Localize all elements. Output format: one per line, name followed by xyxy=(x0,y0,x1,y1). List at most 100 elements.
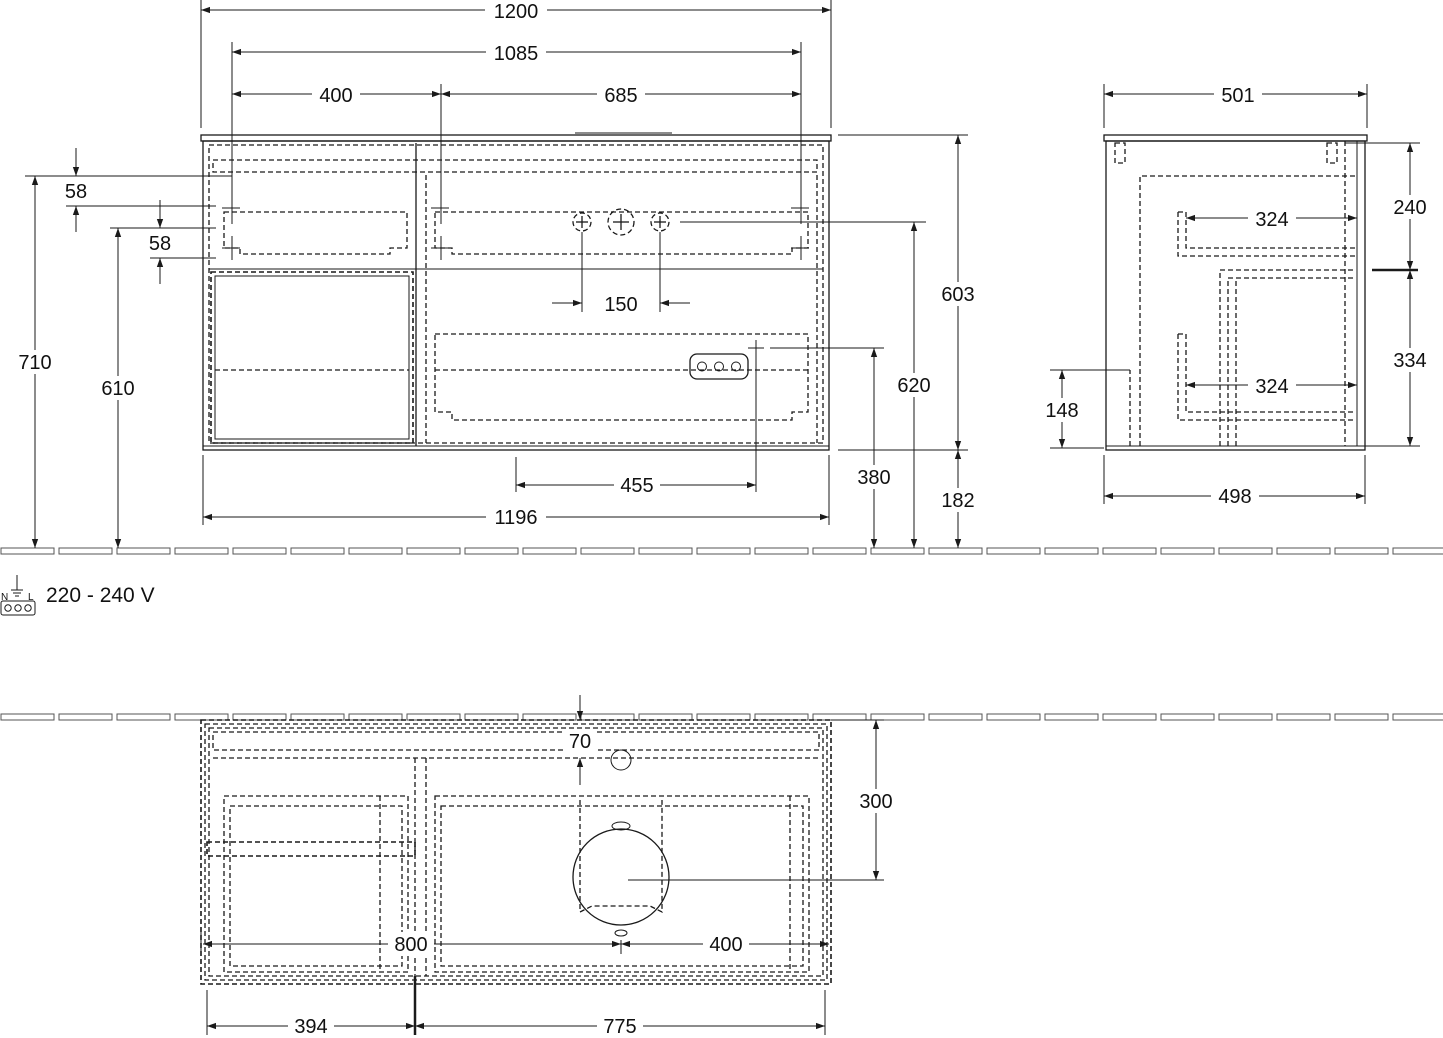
floor-tile xyxy=(58,547,113,555)
floor-tile xyxy=(232,713,287,721)
dim-left-width: 394 xyxy=(294,1016,327,1038)
floor-tile xyxy=(406,713,461,721)
dim-right-section: 685 xyxy=(604,85,637,107)
dim-plinth-height: 148 xyxy=(1045,400,1078,422)
floor-tile xyxy=(1276,713,1331,721)
live-label: L xyxy=(28,592,34,603)
dim-body-depth: 498 xyxy=(1218,486,1251,508)
floor-tile xyxy=(1102,713,1157,721)
floor-tile xyxy=(986,547,1041,555)
floor-tile xyxy=(1334,547,1389,555)
dim-leg-height: 182 xyxy=(941,490,974,512)
drain-connection-icon xyxy=(607,208,635,236)
front-view: 1200 1085 400 685 58 58 710 610 150 603 … xyxy=(14,0,980,548)
dim-lower-drawer-height: 334 xyxy=(1393,350,1426,372)
dim-upper-drawer-height: 240 xyxy=(1393,197,1426,219)
dim-total-height: 710 xyxy=(18,352,51,374)
floor-tile xyxy=(1392,547,1443,555)
plan-outline xyxy=(200,719,832,985)
floor-tile xyxy=(1160,547,1215,555)
floor-tile xyxy=(348,713,403,721)
dim-wall-offset: 70 xyxy=(569,731,591,753)
floor-tile xyxy=(174,713,229,721)
dim-top-height: 610 xyxy=(101,378,134,400)
neutral-label: N xyxy=(1,592,8,603)
dim-tap-spacing: 150 xyxy=(604,294,637,316)
dim-drawer-offset-second: 58 xyxy=(149,233,171,255)
dim-left-section: 400 xyxy=(319,85,352,107)
floor-tile xyxy=(812,713,867,721)
countertop xyxy=(200,134,832,142)
wall-drain-icon xyxy=(610,749,632,771)
floor-line-plan xyxy=(0,713,1443,721)
side-view: 501 240 324 334 324 148 498 xyxy=(1040,84,1433,508)
floor-tile xyxy=(870,547,925,555)
electrical-socket xyxy=(689,353,749,380)
floor-line-elevation xyxy=(0,547,1443,555)
floor-tile xyxy=(522,547,577,555)
floor-tile xyxy=(116,713,171,721)
floor-tile xyxy=(290,713,345,721)
floor-tile xyxy=(464,547,519,555)
floor-tile xyxy=(696,713,751,721)
lower-drawer-outline xyxy=(434,333,809,421)
floor-tile xyxy=(754,713,809,721)
floor-tile xyxy=(696,547,751,555)
floor-tile xyxy=(1218,547,1273,555)
tap-connection-icon xyxy=(572,212,592,232)
side-countertop xyxy=(1103,134,1368,142)
floor-tile xyxy=(870,713,925,721)
floor-tile xyxy=(522,713,577,721)
dim-socket-height: 380 xyxy=(857,467,890,489)
floor-tile xyxy=(754,547,809,555)
open-shelf-left xyxy=(210,271,414,444)
floor-tile xyxy=(1218,713,1273,721)
floor-tile xyxy=(464,713,519,721)
floor-tile xyxy=(116,547,171,555)
dim-socket-offset: 455 xyxy=(620,475,653,497)
dim-drain-depth: 300 xyxy=(859,791,892,813)
floor-tile xyxy=(638,713,693,721)
floor-tile xyxy=(1276,547,1331,555)
cabinet-body xyxy=(202,140,830,451)
floor-tile xyxy=(812,547,867,555)
floor-tile xyxy=(580,547,635,555)
dim-right-width: 775 xyxy=(603,1016,636,1038)
floor-tile xyxy=(1334,713,1389,721)
dim-overall-width: 1200 xyxy=(494,1,539,23)
floor-tile xyxy=(232,547,287,555)
floor-tile xyxy=(1160,713,1215,721)
dim-top-depth: 501 xyxy=(1221,85,1254,107)
floor-tile xyxy=(1044,713,1099,721)
tap-connection-icon xyxy=(650,212,670,232)
dim-body-width: 1196 xyxy=(494,507,537,529)
floor-tile xyxy=(348,547,403,555)
dim-inner-width: 1085 xyxy=(494,43,539,65)
floor-tile xyxy=(1392,713,1443,721)
floor-tile xyxy=(290,547,345,555)
floor-tile xyxy=(986,713,1041,721)
dim-basin-width: 800 xyxy=(394,934,427,956)
floor-tile xyxy=(580,713,635,721)
floor-tile xyxy=(638,547,693,555)
dim-fixing-height: 620 xyxy=(897,375,930,397)
floor-tile xyxy=(1044,547,1099,555)
plan-view: 70 300 800 400 394 775 xyxy=(200,695,898,1038)
floor-tile xyxy=(58,713,113,721)
dim-body-height: 603 xyxy=(941,284,974,306)
voltage-label: 220 - 240 V xyxy=(46,584,155,607)
floor-tile xyxy=(928,547,983,555)
dim-upper-drawer-depth: 324 xyxy=(1255,209,1288,231)
floor-tile xyxy=(928,713,983,721)
electrical-connection-icon: N L xyxy=(0,575,36,616)
floor-tile xyxy=(0,713,55,721)
side-body xyxy=(1105,140,1366,451)
floor-tile xyxy=(406,547,461,555)
dim-drawer-offset-top: 58 xyxy=(65,181,87,203)
dim-basin-centre: 400 xyxy=(709,934,742,956)
floor-tile xyxy=(1102,547,1157,555)
siphon-cutout xyxy=(572,828,670,926)
floor-tile xyxy=(0,547,55,555)
floor-tile xyxy=(174,547,229,555)
